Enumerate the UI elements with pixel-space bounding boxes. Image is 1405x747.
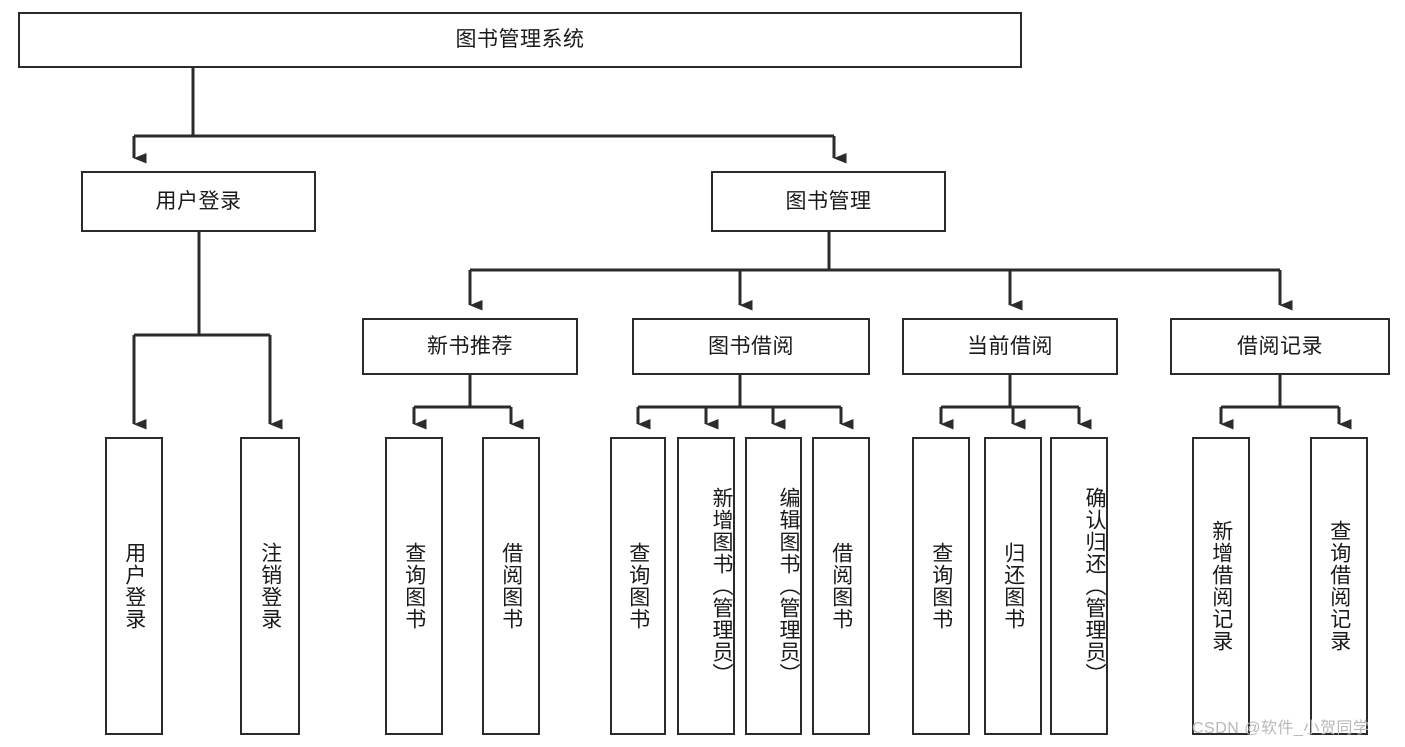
- node-leaf-query-book-recommend[interactable]: 查询图书: [385, 437, 443, 735]
- node-leaf-query-book-borrow[interactable]: 查询图书: [610, 437, 666, 735]
- node-new-book-recommend[interactable]: 新书推荐: [362, 318, 578, 375]
- node-borrow-record[interactable]: 借阅记录: [1170, 318, 1390, 375]
- node-leaf-add-book-admin[interactable]: 新增图书（管理员）: [677, 437, 735, 735]
- node-leaf-return-book[interactable]: 归还图书: [984, 437, 1042, 735]
- node-user-login[interactable]: 用户登录: [81, 171, 316, 232]
- node-leaf-user-login[interactable]: 用户登录: [105, 437, 163, 735]
- node-leaf-add-borrow-record[interactable]: 新增借阅记录: [1192, 437, 1250, 735]
- node-book-manage[interactable]: 图书管理: [711, 171, 946, 232]
- node-leaf-query-borrow-record[interactable]: 查询借阅记录: [1310, 437, 1368, 735]
- node-leaf-query-book-current[interactable]: 查询图书: [912, 437, 970, 735]
- node-leaf-confirm-return-admin[interactable]: 确认归还（管理员）: [1050, 437, 1108, 735]
- csdn-watermark: CSDN @软件_小贺同学: [1192, 720, 1370, 737]
- node-root-system[interactable]: 图书管理系统: [18, 12, 1022, 68]
- node-leaf-edit-book-admin[interactable]: 编辑图书（管理员）: [745, 437, 802, 735]
- node-leaf-borrow-book[interactable]: 借阅图书: [812, 437, 870, 735]
- node-leaf-borrow-book-recommend[interactable]: 借阅图书: [482, 437, 540, 735]
- node-current-borrow[interactable]: 当前借阅: [902, 318, 1118, 375]
- node-book-borrow[interactable]: 图书借阅: [632, 318, 870, 375]
- node-leaf-logout[interactable]: 注销登录: [240, 437, 300, 735]
